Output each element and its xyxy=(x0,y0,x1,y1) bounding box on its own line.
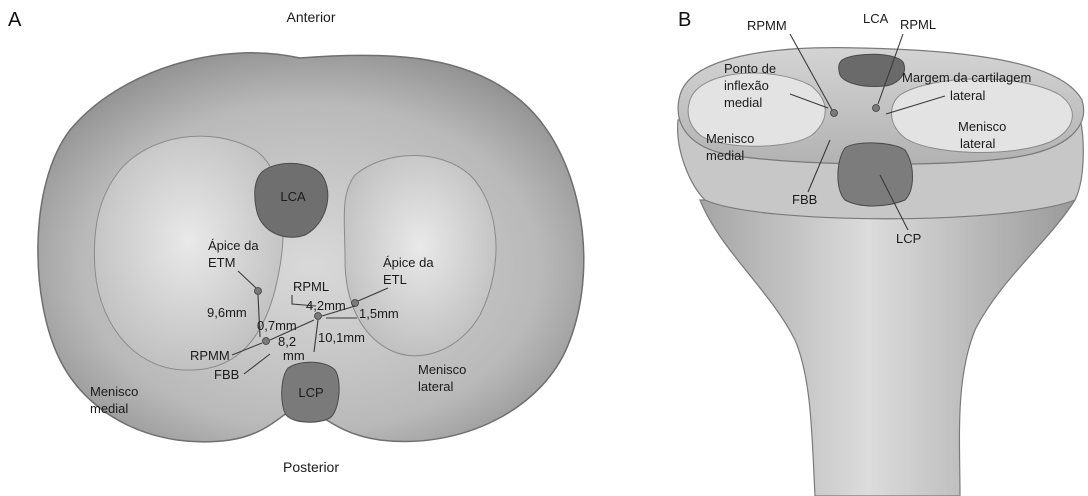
panel-a: A Anterior Posterior LCA LCP Ápice da ET… xyxy=(8,9,584,475)
rpmm-point xyxy=(263,338,270,345)
menisco-medial-label-b-1: Menisco xyxy=(706,131,754,146)
rpmm-label-b: RPMM xyxy=(747,18,787,33)
menisco-lateral-label-2: lateral xyxy=(418,379,454,394)
tibia-shaft xyxy=(700,200,1075,496)
apex-etl-label-2: ETL xyxy=(383,272,407,287)
panel-b-letter: B xyxy=(678,9,691,31)
ponto-label-2: inflexão xyxy=(724,78,769,93)
ponto-label-1: Ponto de xyxy=(724,61,776,76)
apex-etl-point xyxy=(352,300,359,307)
rpml-point-b xyxy=(873,105,880,112)
measure-1-5-label: 1,5mm xyxy=(359,306,399,321)
rpml-label-b: RPML xyxy=(900,17,936,32)
margem-label-1: Margem da cartilagem xyxy=(902,70,1031,85)
medial-facet xyxy=(94,136,283,370)
posterior-label: Posterior xyxy=(283,459,339,475)
anterior-label: Anterior xyxy=(286,9,335,25)
menisco-medial-label-b-2: medial xyxy=(706,148,744,163)
rpmm-point-b xyxy=(831,110,838,117)
menisco-medial-label-2: medial xyxy=(90,401,128,416)
fbb-label: FBB xyxy=(214,367,239,382)
lcp-label: LCP xyxy=(298,385,323,400)
panel-a-letter: A xyxy=(8,9,22,31)
fbb-label-b: FBB xyxy=(792,192,817,207)
measure-0-7-label: 0,7mm xyxy=(257,318,297,333)
measure-8-2-label-1: 8,2 xyxy=(278,334,296,349)
lcp-footprint-b xyxy=(838,143,913,206)
lca-label-b: LCA xyxy=(863,11,889,26)
lca-label: LCA xyxy=(280,189,306,204)
lcp-label-b: LCP xyxy=(896,231,921,246)
measure-4-2-label: 4,2mm xyxy=(306,298,346,313)
panel-b: B RPMM LCA RPML Ponto de inflexão medial… xyxy=(678,9,1084,496)
ponto-label-3: medial xyxy=(724,95,762,110)
apex-etl-label-1: Ápice da xyxy=(383,255,434,270)
measure-9-6-label: 9,6mm xyxy=(207,305,247,320)
menisco-lateral-label-b-1: Menisco xyxy=(958,119,1006,134)
apex-etm-label-1: Ápice da xyxy=(208,238,259,253)
margem-label-2: lateral xyxy=(950,88,986,103)
apex-etm-label-2: ETM xyxy=(208,255,235,270)
menisco-lateral-label-b-2: lateral xyxy=(960,136,996,151)
menisco-lateral-label-1: Menisco xyxy=(418,362,466,377)
measure-8-2-label-2: mm xyxy=(283,348,305,363)
rpmm-label: RPMM xyxy=(190,348,230,363)
menisco-medial-label-1: Menisco xyxy=(90,384,138,399)
measure-10-1-label: 10,1mm xyxy=(318,330,365,345)
apex-etm-point xyxy=(255,288,262,295)
rpml-label: RPML xyxy=(293,279,329,294)
rpml-point xyxy=(315,313,322,320)
